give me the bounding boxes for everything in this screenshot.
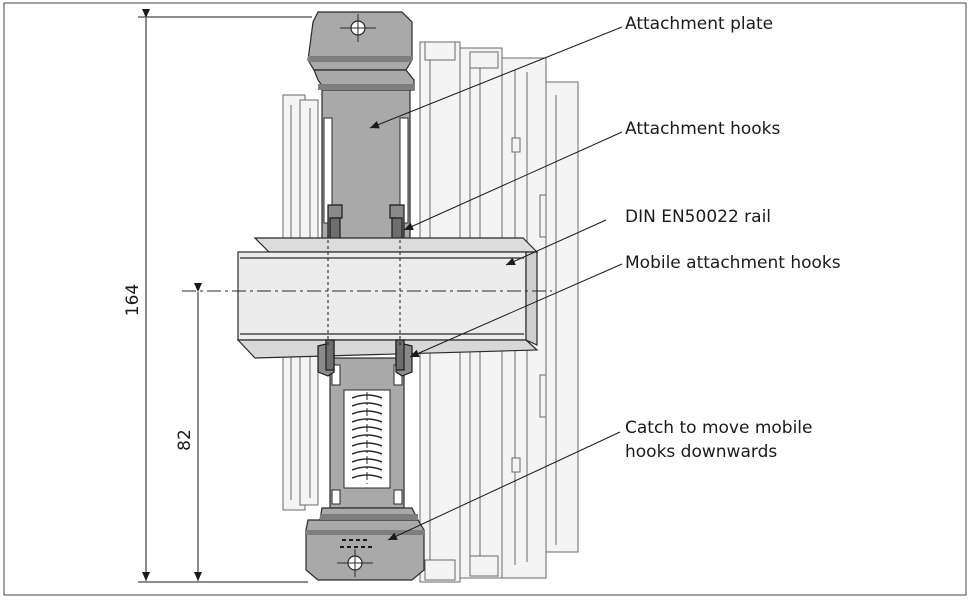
- dimension-total: [138, 9, 312, 583]
- din-rail: [236, 237, 539, 359]
- label-catch-line2: hooks downwards: [625, 442, 777, 462]
- label-attachment-hooks: Attachment hooks: [625, 119, 780, 139]
- label-mobile-hooks: Mobile attachment hooks: [625, 253, 841, 273]
- label-attachment-plate: Attachment plate: [625, 14, 773, 34]
- top-mounting-hole: [340, 14, 376, 42]
- dimension-total-value: 164: [123, 284, 143, 316]
- mobile-attachment-hooks: [317, 339, 413, 377]
- label-catch-line1: Catch to move mobile: [625, 418, 813, 438]
- spring: [343, 389, 391, 489]
- plate-shading: [306, 56, 424, 535]
- plate-slots-lower: [331, 364, 403, 505]
- dimension-half: [194, 283, 202, 581]
- dimension-half-value: 82: [175, 429, 195, 451]
- label-din-rail: DIN EN50022 rail: [625, 207, 771, 227]
- catch: [340, 539, 372, 548]
- callout-leaders: [369, 26, 623, 541]
- bottom-mounting-hole: [337, 549, 373, 577]
